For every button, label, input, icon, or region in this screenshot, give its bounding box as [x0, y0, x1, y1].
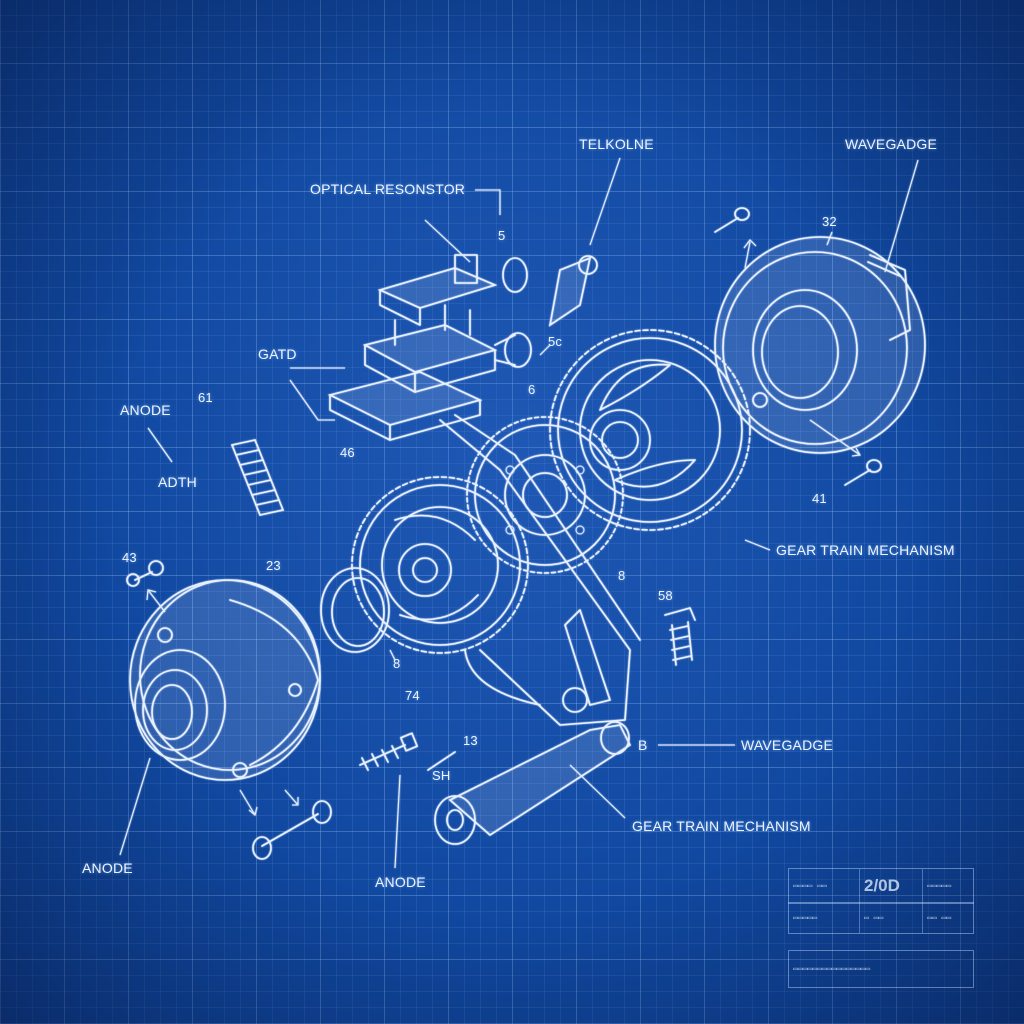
label-num-46: 46	[340, 445, 355, 460]
label-sh: SH	[432, 768, 451, 783]
label-b: B	[638, 737, 648, 753]
label-num-13: 13	[463, 733, 478, 748]
label-num-5: 5	[498, 228, 506, 243]
title-block-cell: ▭▭ ▭▭	[927, 914, 952, 923]
middle-spur-gear	[466, 416, 624, 574]
label-num-74: 74	[405, 688, 420, 703]
label-telkolne: TELKOLNE	[579, 136, 654, 152]
label-gear-train-right: GEAR TRAIN MECHANISM	[776, 542, 955, 558]
title-block-row-3: ▭▭▭▭▭▭▭▭▭▭▭▭▭▭▭▭	[788, 950, 974, 988]
drawing-title-block: ▭▭▭▭ ▭▭ 2/0D ▭▭▭▭▭ ▭▭▭▭▭ ▭ ▭▭ ▭▭ ▭▭ ▭▭▭▭…	[788, 868, 974, 988]
title-block-cell: ▭▭▭▭▭▭▭▭▭▭▭▭▭▭▭▭	[793, 965, 871, 974]
label-num-23: 23	[266, 558, 281, 573]
label-num-58: 58	[658, 588, 673, 603]
leader-lines	[119, 157, 919, 869]
title-block-row-1: ▭▭▭▭ ▭▭ 2/0D ▭▭▭▭▭	[788, 868, 974, 904]
pins-and-screws	[126, 207, 882, 860]
coil-spring-right	[664, 607, 696, 666]
probe-pin	[548, 255, 598, 327]
label-num-5c: 5c	[548, 334, 563, 349]
label-num-8-mid: 8	[618, 568, 626, 583]
lower-lever	[434, 721, 632, 845]
label-optical-resonstor: OPTICAL RESONSTOR	[310, 181, 466, 197]
right-spur-gear	[549, 329, 751, 531]
title-block-code: 2/0D	[860, 869, 923, 903]
label-adth: ADTH	[158, 474, 197, 490]
label-gear-train-bottom: GEAR TRAIN MECHANISM	[632, 818, 811, 834]
label-num-61: 61	[198, 390, 213, 405]
label-gatd: GATD	[258, 346, 297, 362]
coil-spring-left	[231, 439, 284, 516]
title-block-cell: ▭▭▭▭ ▭▭	[789, 869, 860, 903]
label-wavegadge-top: WAVEGADGE	[845, 136, 938, 152]
label-anode-left: ANODE	[120, 402, 171, 418]
label-anode-bottom-left: ANODE	[82, 860, 133, 876]
label-anode-bottom-center: ANODE	[375, 874, 426, 890]
label-num-32: 32	[822, 214, 837, 229]
left-spur-gear	[351, 476, 529, 654]
left-disc-housing	[129, 579, 321, 781]
title-block-cell: ▭▭▭▭▭	[927, 882, 952, 891]
o-ring-seal	[320, 567, 390, 653]
label-num-6: 6	[528, 382, 536, 397]
label-num-43: 43	[122, 550, 137, 565]
label-wavegadge-bottom: WAVEGADGE	[741, 737, 834, 753]
linkage-bracket	[439, 414, 641, 726]
title-block-cell: ▭▭▭▭▭	[789, 903, 860, 933]
optical-resonator-block	[327, 254, 532, 441]
title-block-cell: ▭ ▭▭	[860, 903, 923, 933]
label-num-41: 41	[812, 491, 827, 506]
right-disc-housing	[714, 236, 926, 454]
label-num-8-low: 8	[393, 656, 401, 671]
motion-arrows	[146, 239, 861, 816]
title-block-row-2: ▭▭▭▭▭ ▭ ▭▭ ▭▭ ▭▭	[788, 902, 974, 934]
